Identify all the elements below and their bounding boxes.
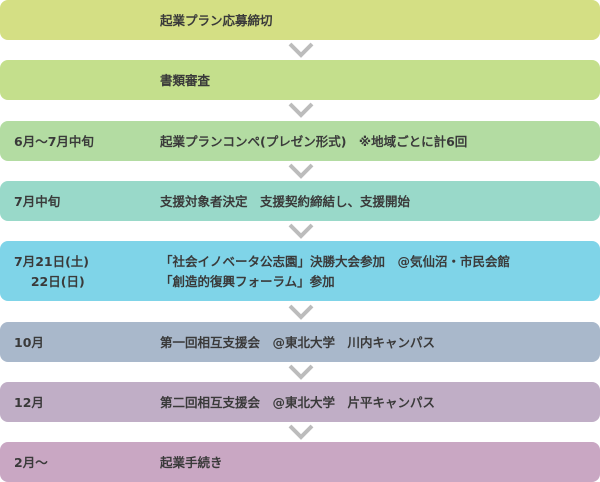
step-5-desc-line-2: 「創造的復興フォーラム」参加 — [160, 274, 335, 289]
chevron-down-icon — [288, 364, 314, 380]
step-6: 10月 第一回相互支援会 @東北大学 川内キャンパス — [0, 322, 600, 362]
step-4-date: 7月中旬 — [14, 194, 61, 209]
step-1-desc: 起業プラン応募締切 — [160, 13, 273, 28]
step-1: 起業プラン応募締切 — [0, 0, 600, 40]
chevron-down-icon — [288, 424, 314, 440]
step-3: 6月〜7月中旬 起業プランコンペ(プレゼン形式) ※地域ごとに計6回 — [0, 121, 600, 161]
chevron-down-icon — [288, 223, 314, 239]
step-6-date: 10月 — [14, 335, 44, 350]
step-2: 書類審査 — [0, 60, 600, 100]
chevron-down-icon — [288, 163, 314, 179]
step-6-desc: 第一回相互支援会 @東北大学 川内キャンパス — [160, 335, 436, 350]
chevron-down-icon — [288, 102, 314, 118]
step-5-date-line-1: 7月21日(土) — [14, 254, 90, 269]
step-7-date: 12月 — [14, 395, 44, 410]
step-3-desc: 起業プランコンペ(プレゼン形式) ※地域ごとに計6回 — [160, 134, 468, 149]
step-4-desc: 支援対象者決定 支援契約締結し、支援開始 — [160, 194, 411, 209]
chevron-down-icon — [288, 42, 314, 58]
step-5-desc-line-1: 「社会イノベータ公志園」決勝大会参加 @気仙沼・市民会館 — [160, 254, 511, 269]
step-5: 7月21日(土) 22日(日) 「社会イノベータ公志園」決勝大会参加 @気仙沼・… — [0, 241, 600, 301]
step-3-date: 6月〜7月中旬 — [14, 134, 94, 149]
step-2-desc: 書類審査 — [160, 73, 211, 88]
chevron-down-icon — [288, 304, 314, 320]
step-8-desc: 起業手続き — [160, 455, 223, 470]
step-7-desc: 第二回相互支援会 @東北大学 片平キャンパス — [160, 395, 436, 410]
step-8: 2月〜 起業手続き — [0, 442, 600, 482]
step-7: 12月 第二回相互支援会 @東北大学 片平キャンパス — [0, 382, 600, 422]
step-8-date: 2月〜 — [14, 455, 48, 470]
step-4: 7月中旬 支援対象者決定 支援契約締結し、支援開始 — [0, 181, 600, 221]
step-5-date-line-2: 22日(日) — [14, 274, 85, 289]
